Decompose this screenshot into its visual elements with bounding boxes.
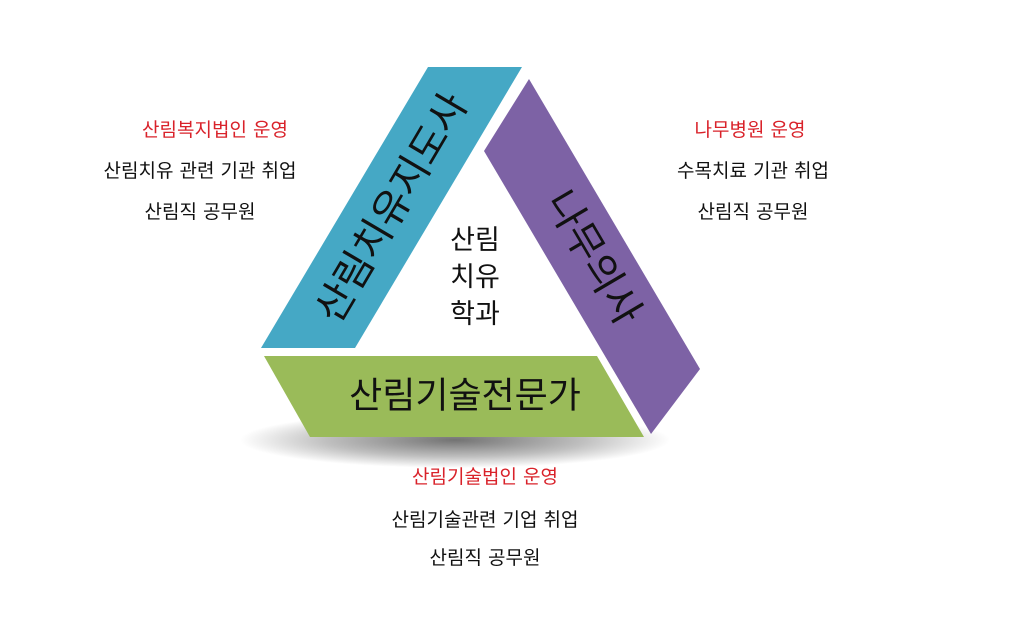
bottom-career-line-2: 산림기술관련 기업 취업: [391, 509, 579, 531]
bar-tree-doctor: [484, 79, 700, 434]
right-career-line-2: 수목치료 기관 취업: [677, 160, 829, 182]
bar-forest-technology-expert: [264, 356, 644, 437]
center-line-2: 치유: [450, 262, 500, 293]
left-career-line-1: 산림복지법인 운영: [142, 119, 288, 141]
right-career-line-1: 나무병원 운영: [694, 119, 806, 141]
right-career-line-3: 산림직 공무원: [697, 201, 809, 223]
left-career-line-2: 산림치유 관련 기관 취업: [103, 160, 297, 182]
bar-forest-therapy-instructor: [261, 67, 522, 348]
bar-label-forest-technology-expert: 산림기술전문가: [349, 376, 581, 417]
center-department-label: 산림 치유 학과: [430, 222, 520, 333]
center-line-3: 학과: [450, 299, 500, 330]
left-career-line-3: 산림직 공무원: [144, 201, 256, 223]
center-line-1: 산림: [450, 225, 500, 256]
bottom-career-line-3: 산림직 공무원: [429, 547, 541, 569]
bottom-career-line-1: 산림기술법인 운영: [412, 466, 558, 488]
